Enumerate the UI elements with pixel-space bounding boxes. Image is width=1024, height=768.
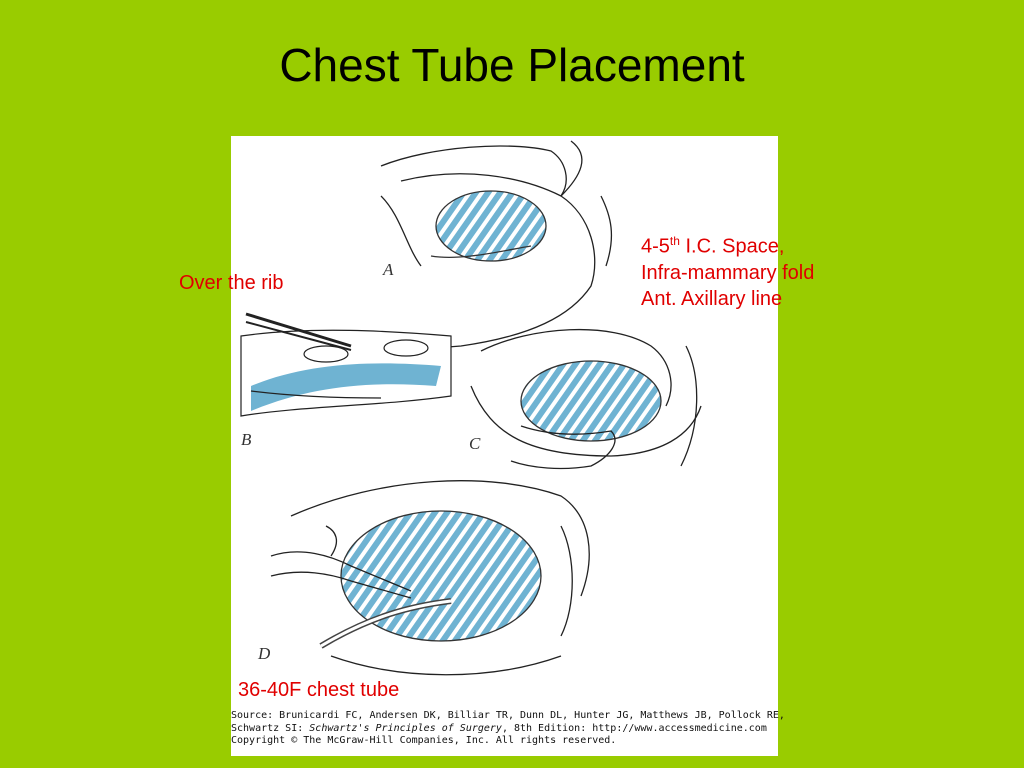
panel-label-a: A	[383, 260, 394, 279]
panel-d-drawing	[270, 480, 590, 676]
panel-label-c: C	[469, 434, 481, 453]
insertion-site-line-1: 4-5th I.C. Space,	[641, 234, 785, 258]
chest-tube-drawing	[240, 140, 702, 676]
panel-label-d: D	[258, 644, 271, 663]
panel-a-drawing	[380, 140, 613, 362]
surgical-illustration: A B C D	[231, 136, 778, 756]
tube-size-caption: 36-40F chest tube	[238, 679, 400, 701]
insertion-site-line-2: Infra-mammary fold	[641, 261, 815, 284]
copyright-line: Copyright © The McGraw-Hill Companies, I…	[231, 735, 617, 746]
source-line-1: Source: Brunicardi FC, Andersen DK, Bill…	[231, 710, 785, 721]
over-rib-caption: Over the rib	[179, 272, 284, 294]
panel-b-drawing	[240, 312, 452, 417]
panel-label-b: B	[241, 430, 252, 449]
slide-title: Chest Tube Placement	[279, 39, 745, 91]
insertion-site-line-3: Ant. Axillary line	[641, 287, 783, 310]
panel-c-drawing	[470, 328, 702, 470]
source-line-2: Schwartz SI: Schwartz's Principles of Su…	[231, 722, 767, 734]
source-citation: Source: Brunicardi FC, Andersen DK, Bill…	[231, 710, 791, 748]
insertion-site-caption: 4-5th I.C. Space, Infra-mammary fold Ant…	[641, 228, 814, 312]
